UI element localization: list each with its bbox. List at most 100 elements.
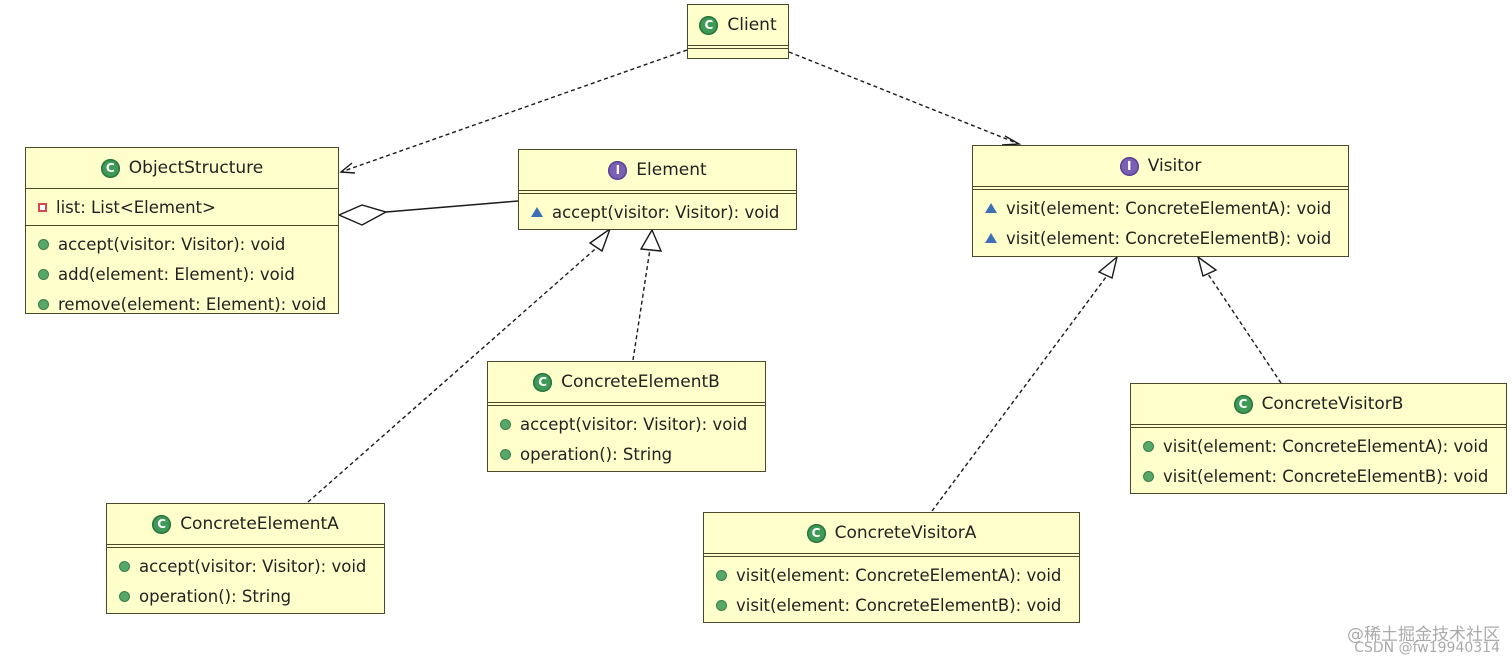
class-icon: C	[1233, 394, 1253, 414]
class-header: C ObjectStructure	[26, 148, 338, 188]
class-name: ConcreteElementA	[180, 514, 339, 534]
compartment-divider	[519, 190, 796, 194]
compartment-divider	[107, 544, 384, 548]
class-client[interactable]: C Client	[687, 4, 789, 59]
class-header: C ConcreteVisitorA	[704, 513, 1079, 553]
method-row[interactable]: visit(element: ConcreteElementB): void	[973, 223, 1348, 253]
aggregation-diamond	[337, 204, 388, 226]
realization-triangle-cea	[588, 227, 612, 253]
class-icon: C	[100, 158, 120, 178]
class-icon: C	[806, 523, 826, 543]
method-row[interactable]: accept(visitor: Visitor): void	[488, 409, 765, 439]
edge-aggregation-element	[385, 200, 519, 213]
class-concrete-visitor-a[interactable]: C ConcreteVisitorA visit(element: Concrete…	[703, 512, 1080, 623]
methods-compartment: accept(visitor: Visitor): void add(elemen…	[26, 226, 338, 322]
method-row[interactable]: add(element: Element): void	[26, 259, 338, 289]
class-name: ConcreteVisitorA	[834, 523, 977, 543]
interface-visitor[interactable]: I Visitor visit(element: ConcreteElementA)…	[972, 145, 1349, 257]
class-object-structure[interactable]: C ObjectStructure list: List<Element> accep…	[25, 147, 339, 314]
public-visibility-icon	[119, 560, 130, 572]
compartment-divider	[688, 45, 788, 49]
method-text: visit(element: ConcreteElementB): void	[736, 595, 1062, 615]
class-icon: C	[533, 372, 553, 392]
method-text: operation(): String	[139, 586, 292, 606]
compartment-divider	[488, 402, 765, 406]
package-visibility-icon	[985, 233, 997, 243]
method-text: remove(element: Element): void	[58, 294, 327, 314]
class-name: ConcreteVisitorB	[1261, 394, 1404, 414]
realization-triangle-ceb	[639, 228, 663, 252]
package-visibility-icon	[531, 207, 543, 217]
compartment-divider	[704, 553, 1079, 557]
edge-client-objectstructure	[340, 49, 688, 173]
method-row[interactable]: visit(element: ConcreteElementA): void	[973, 193, 1348, 223]
class-name: Client	[727, 15, 777, 35]
class-name: Visitor	[1147, 156, 1202, 176]
method-row[interactable]: remove(element: Element): void	[26, 289, 338, 319]
edge-concretevisitorb-visitor	[1207, 273, 1282, 384]
method-row[interactable]: accept(visitor: Visitor): void	[107, 551, 384, 581]
method-row[interactable]: operation(): String	[107, 581, 384, 611]
methods-compartment: accept(visitor: Visitor): void operation(…	[488, 406, 765, 472]
private-visibility-icon	[38, 202, 47, 212]
attribute-text: list: List<Element>	[56, 197, 216, 217]
method-row[interactable]: visit(element: ConcreteElementA): void	[1131, 431, 1506, 461]
attribute-row[interactable]: list: List<Element>	[26, 192, 338, 222]
class-icon: C	[699, 15, 719, 35]
attributes-compartment: list: List<Element>	[26, 189, 338, 225]
method-row[interactable]: accept(visitor: Visitor): void	[26, 229, 338, 259]
class-header: C ConcreteVisitorB	[1131, 384, 1506, 424]
class-concrete-visitor-b[interactable]: C ConcreteVisitorB visit(element: Concrete…	[1130, 383, 1507, 494]
interface-icon: I	[608, 160, 628, 180]
method-row[interactable]: visit(element: ConcreteElementB): void	[1131, 461, 1506, 491]
interface-icon: I	[1119, 156, 1139, 176]
methods-compartment: accept(visitor: Visitor): void operation(…	[107, 548, 384, 614]
class-concrete-element-b[interactable]: C ConcreteElementB accept(visitor: Visitor…	[487, 361, 766, 472]
method-text: accept(visitor: Visitor): void	[139, 556, 367, 576]
realization-triangle-cva	[1097, 255, 1119, 279]
edge-client-visitor	[788, 51, 1020, 145]
method-text: add(element: Element): void	[58, 264, 295, 284]
methods-compartment: accept(visitor: Visitor): void	[519, 194, 796, 230]
method-row[interactable]: visit(element: ConcreteElementB): void	[704, 590, 1079, 620]
public-visibility-icon	[38, 298, 49, 310]
class-icon: C	[152, 514, 172, 534]
edge-concreteelementb-element	[632, 248, 651, 361]
methods-compartment: visit(element: ConcreteElementA): void vi…	[704, 557, 1079, 623]
method-text: accept(visitor: Visitor): void	[58, 234, 286, 254]
class-header: C ConcreteElementA	[107, 504, 384, 544]
class-name: Element	[636, 160, 707, 180]
public-visibility-icon	[1143, 440, 1154, 452]
package-visibility-icon	[985, 203, 997, 213]
method-row[interactable]: operation(): String	[488, 439, 765, 469]
public-visibility-icon	[500, 448, 511, 460]
interface-element[interactable]: I Element accept(visitor: Visitor): void	[518, 149, 797, 230]
public-visibility-icon	[500, 418, 511, 430]
class-concrete-element-a[interactable]: C ConcreteElementA accept(visitor: Visitor…	[106, 503, 385, 614]
public-visibility-icon	[119, 590, 130, 602]
method-text: visit(element: ConcreteElementB): void	[1006, 228, 1332, 248]
compartment-divider	[1131, 424, 1506, 428]
method-row[interactable]: visit(element: ConcreteElementA): void	[704, 560, 1079, 590]
compartment-divider	[26, 225, 338, 226]
class-header: C ConcreteElementB	[488, 362, 765, 402]
arrowhead-client-objectstructure	[339, 162, 356, 174]
watermark-csdn: CSDN @fw19940314	[1354, 640, 1500, 656]
public-visibility-icon	[38, 238, 49, 250]
method-text: operation(): String	[520, 444, 673, 464]
edge-concretevisitora-visitor	[931, 272, 1110, 512]
method-row[interactable]: accept(visitor: Visitor): void	[519, 197, 796, 227]
method-text: accept(visitor: Visitor): void	[552, 202, 780, 222]
arrowhead-client-visitor	[1001, 135, 1022, 146]
method-text: visit(element: ConcreteElementB): void	[1163, 466, 1489, 486]
class-name: ObjectStructure	[128, 158, 264, 178]
class-header: C Client	[688, 5, 788, 45]
method-text: accept(visitor: Visitor): void	[520, 414, 748, 434]
method-text: visit(element: ConcreteElementA): void	[1006, 198, 1332, 218]
public-visibility-icon	[1143, 470, 1154, 482]
public-visibility-icon	[38, 268, 49, 280]
watermark-juejin: @稀土掘金技术社区	[1347, 625, 1500, 645]
method-text: visit(element: ConcreteElementA): void	[736, 565, 1062, 585]
class-name: ConcreteElementB	[561, 372, 720, 392]
public-visibility-icon	[716, 599, 727, 611]
